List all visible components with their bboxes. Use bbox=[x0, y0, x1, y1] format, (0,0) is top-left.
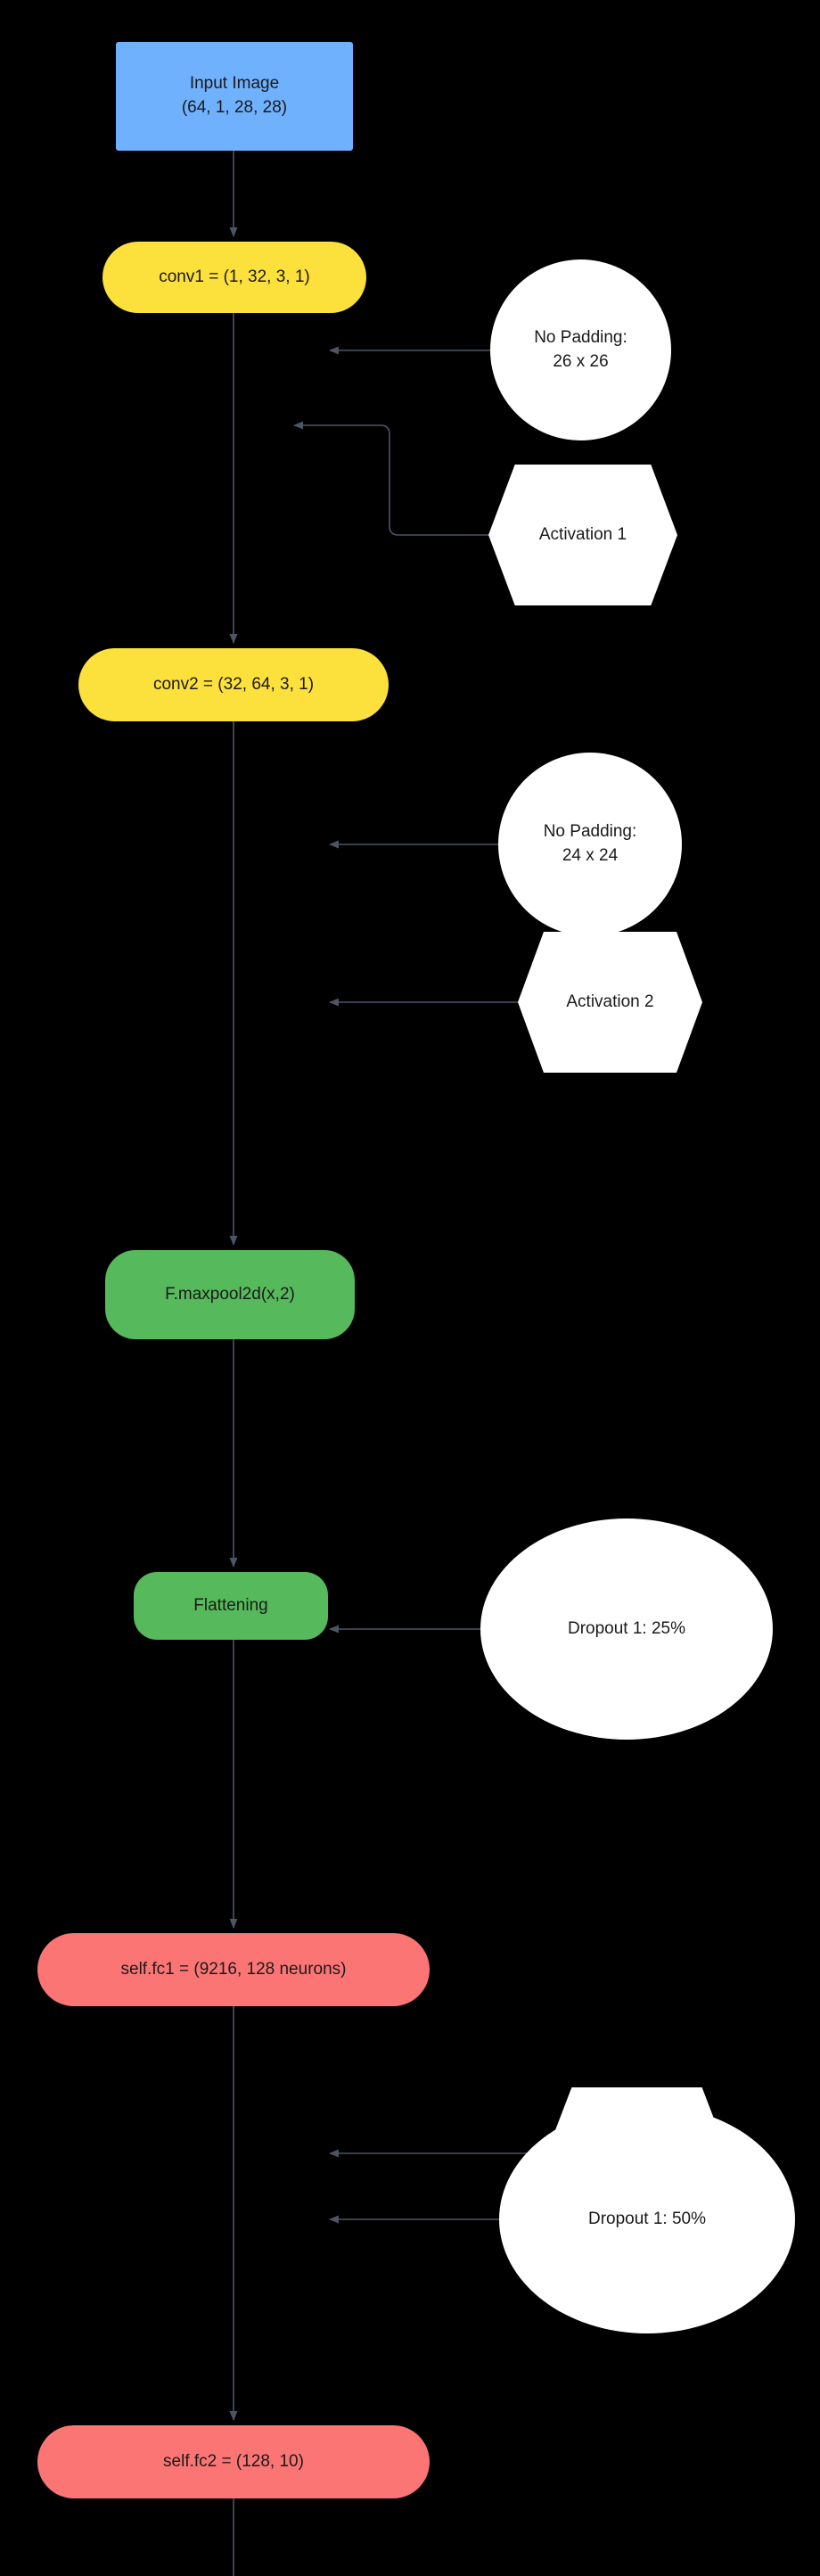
node-fc1[interactable]: self.fc1 = (9216, 128 neurons) bbox=[37, 1933, 430, 2006]
node-flattening[interactable]: Flattening bbox=[134, 1572, 328, 1640]
node-activation-2[interactable]: Activation 2 bbox=[518, 932, 702, 1073]
node-conv1[interactable]: conv1 = (1, 32, 3, 1) bbox=[102, 242, 366, 313]
node-fc2[interactable]: self.fc2 = (128, 10) bbox=[37, 2425, 430, 2498]
node-no-padding-24[interactable]: No Padding: 24 x 24 bbox=[498, 753, 682, 936]
node-conv2[interactable]: conv2 = (32, 64, 3, 1) bbox=[78, 648, 389, 721]
node-label-fc1: self.fc1 = (9216, 128 neurons) bbox=[120, 1959, 347, 1979]
node-label-maxpool2d: F.maxpool2d(x,2) bbox=[165, 1284, 295, 1304]
edge-act1-trunk bbox=[293, 421, 488, 536]
node-label-flattening: Flattening bbox=[193, 1595, 268, 1615]
node-label-dropout-25: Dropout 1: 25% bbox=[567, 1618, 686, 1638]
node-input-image[interactable]: Input Image (64, 1, 28, 28) bbox=[116, 42, 353, 151]
node-label-dropout-50: Dropout 1: 50% bbox=[587, 2209, 707, 2228]
node-maxpool2d[interactable]: F.maxpool2d(x,2) bbox=[105, 1250, 355, 1339]
node-dropout-25[interactable]: Dropout 1: 25% bbox=[480, 1518, 773, 1740]
node-label-no-padding-26: No Padding: 26 x 26 bbox=[534, 327, 627, 371]
node-no-padding-26[interactable]: No Padding: 26 x 26 bbox=[490, 259, 671, 440]
node-activation-1[interactable]: Activation 1 bbox=[488, 465, 677, 605]
node-label-conv2: conv2 = (32, 64, 3, 1) bbox=[152, 674, 315, 694]
node-label-no-padding-24: No Padding: 24 x 24 bbox=[543, 822, 637, 865]
node-label-fc2: self.fc2 = (128, 10) bbox=[163, 2451, 304, 2471]
node-label-conv1: conv1 = (1, 32, 3, 1) bbox=[159, 267, 310, 286]
node-dropout-50[interactable]: Dropout 1: 50% bbox=[499, 2105, 795, 2333]
node-label-activation-1: Activation 1 bbox=[538, 524, 627, 544]
node-label-input-image: Input Image (64, 1, 28, 28) bbox=[181, 74, 288, 117]
node-label-activation-2: Activation 2 bbox=[566, 992, 654, 1011]
